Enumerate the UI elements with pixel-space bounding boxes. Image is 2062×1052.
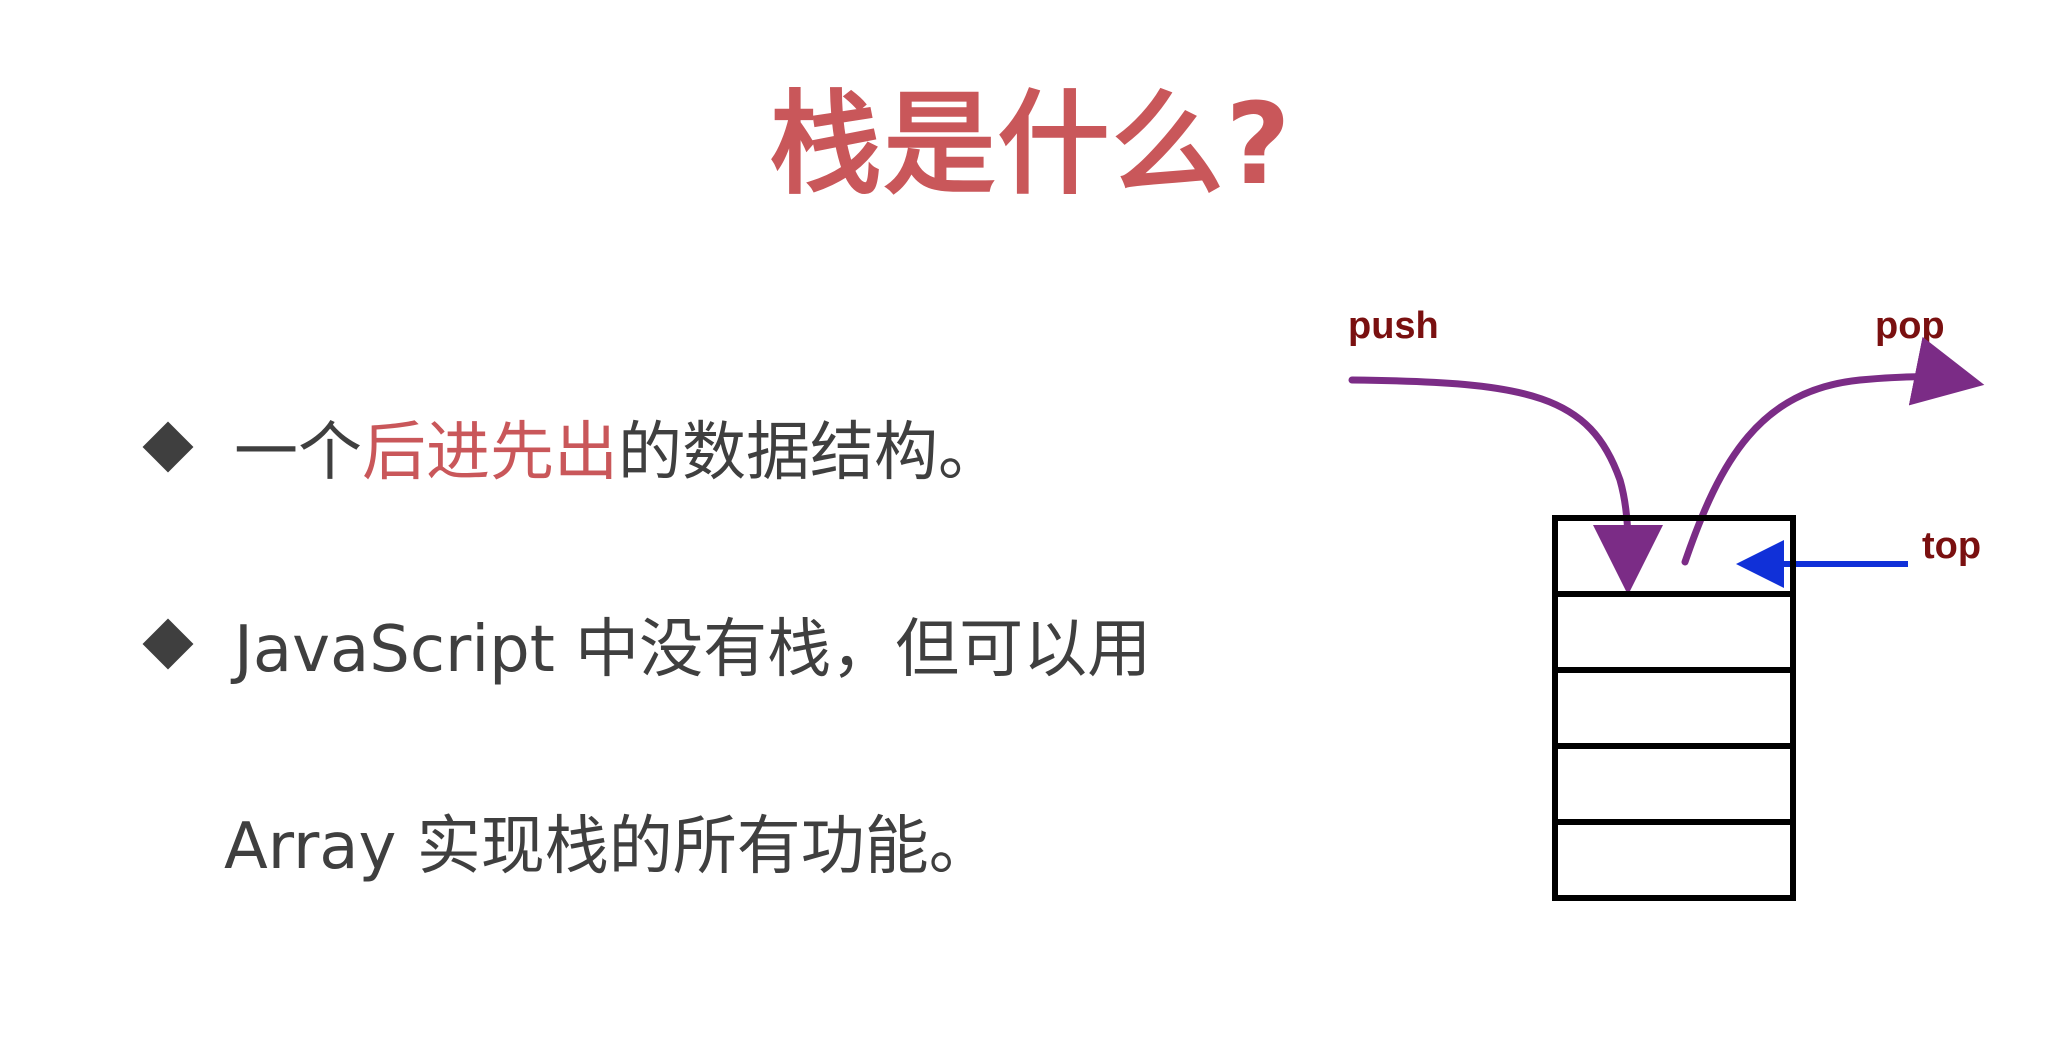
top-label: top [1922, 525, 1981, 567]
stack-slots [1552, 515, 1796, 901]
bullet-text-prefix: 一个 [234, 416, 362, 490]
stack-slot [1552, 515, 1796, 597]
slide-title: 栈是什么? [769, 80, 1293, 210]
bullet-item-javascript: JavaScript 中没有栈，但可以用 [140, 589, 1151, 699]
diamond-bullet-icon [142, 618, 194, 670]
stack-diagram-svg: push pop top [1348, 305, 1985, 901]
bullet-text: Array 实现栈的所有功能。 [224, 810, 993, 884]
pop-label: pop [1875, 305, 1945, 347]
push-label: push [1348, 305, 1439, 347]
stack-slot [1552, 591, 1796, 673]
bullet-item-lifo: 一个后进先出的数据结构。 [140, 392, 1002, 502]
bullet-text: JavaScript 中没有栈，但可以用 [234, 613, 1152, 687]
pop-arrow [1681, 336, 1985, 566]
bullet-text-highlight: 后进先出 [362, 416, 618, 490]
stack-slot [1552, 743, 1796, 825]
stack-slot [1552, 819, 1796, 901]
stack-slot [1552, 667, 1796, 749]
bullet-item-continuation: Array 实现栈的所有功能。 [224, 786, 993, 896]
push-arrow [1348, 376, 1664, 595]
bullet-text-suffix: 的数据结构。 [618, 416, 1002, 490]
diamond-bullet-icon [142, 421, 194, 473]
stack-diagram: push pop top [1300, 290, 2040, 930]
